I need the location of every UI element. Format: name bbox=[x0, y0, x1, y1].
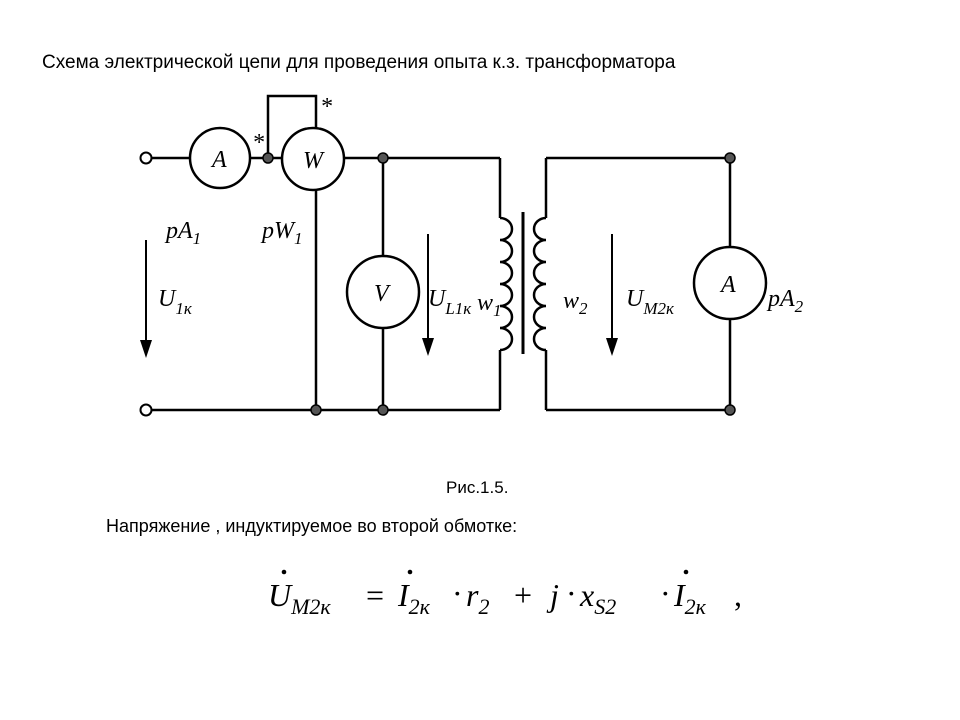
circuit-wires bbox=[152, 94, 732, 412]
label-U1k: U1к bbox=[158, 286, 193, 318]
formula-dot-2: · bbox=[566, 575, 577, 611]
label-w2: w2 bbox=[563, 288, 588, 318]
input-terminal-top bbox=[139, 151, 153, 165]
page-title: Схема электрической цепи для проведения … bbox=[42, 52, 676, 73]
formula-dot-1: · bbox=[452, 575, 463, 611]
ammeter-1-letter: A bbox=[210, 147, 227, 173]
formula-r2: r2 bbox=[466, 577, 489, 619]
figure-caption: Рис.1.5. bbox=[446, 478, 509, 497]
formula-current-1: I2к bbox=[397, 577, 431, 619]
label-UM2k: UM2к bbox=[626, 286, 675, 318]
formula-plus: + bbox=[514, 577, 532, 613]
formula-xs2: xS2 bbox=[579, 577, 616, 619]
dot-accent-i1 bbox=[407, 569, 413, 575]
formula-current-2: I2к bbox=[673, 577, 707, 619]
primary-winding bbox=[499, 216, 514, 352]
voltmeter bbox=[345, 254, 421, 330]
formula-j: j bbox=[546, 577, 559, 613]
ammeter-2-letter: A bbox=[719, 272, 736, 298]
star-mark-current: * bbox=[252, 130, 264, 156]
label-pA2: pA2 bbox=[766, 286, 804, 316]
label-pW1: pW1 bbox=[260, 218, 303, 248]
formula-comma: , bbox=[734, 577, 742, 613]
formula-lhs: UM2к bbox=[268, 577, 331, 619]
formula: UM2к = I2к · r2 + j · xS2 · I2к , bbox=[268, 569, 742, 619]
formula-dot-3: · bbox=[660, 575, 671, 611]
dot-accent-i2 bbox=[683, 569, 689, 575]
arrow-heads bbox=[140, 338, 618, 358]
label-w1: w1 bbox=[477, 290, 502, 320]
voltage-arrows bbox=[145, 234, 613, 342]
wattmeter bbox=[280, 126, 346, 192]
star-mark-voltage: * bbox=[320, 94, 332, 120]
secondary-winding bbox=[532, 216, 547, 352]
ammeter-1 bbox=[188, 126, 252, 190]
voltmeter-letter: V bbox=[374, 281, 391, 307]
dot-accent-lhs bbox=[281, 569, 287, 575]
wattmeter-letter: W bbox=[303, 148, 325, 174]
formula-equals: = bbox=[366, 577, 384, 613]
label-UL1k: UL1к bbox=[428, 286, 472, 318]
input-terminal-bottom bbox=[139, 403, 153, 417]
formula-description: Напряжение , индуктируемое во второй обм… bbox=[106, 516, 518, 536]
junction-dots bbox=[262, 152, 736, 416]
label-pA1: pA1 bbox=[164, 218, 201, 248]
ammeter-2 bbox=[692, 245, 768, 321]
